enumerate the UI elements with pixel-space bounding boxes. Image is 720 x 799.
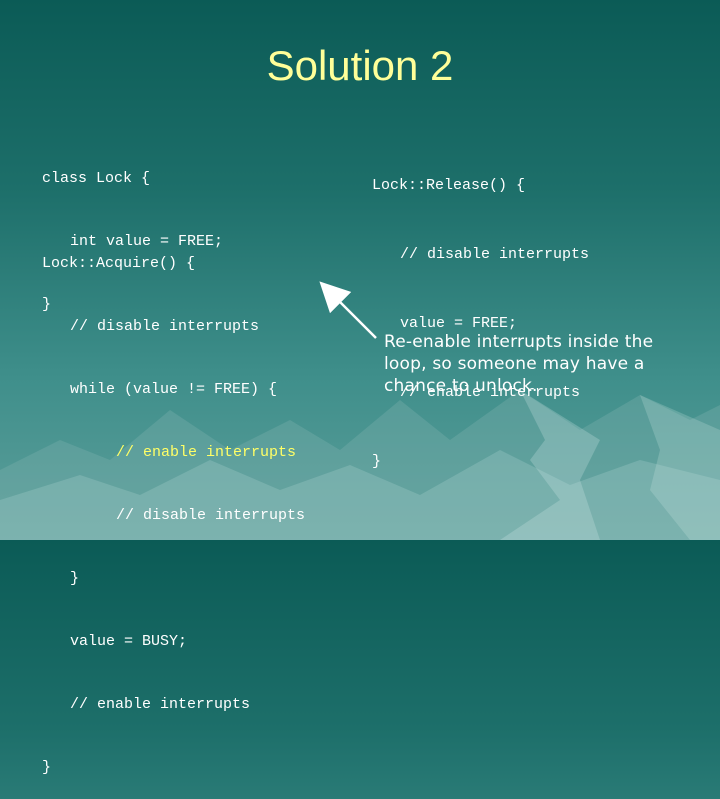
code-line: value = BUSY; [70, 633, 188, 650]
code-line: while (value != FREE) { [70, 381, 278, 398]
lock-class-code: class Lock { int value = FREE; } [42, 126, 223, 336]
code-line: } [70, 570, 80, 587]
code-line: Lock::Release() { [372, 177, 526, 194]
release-code: Lock::Release() { // disable interrupts … [372, 128, 589, 496]
acquire-code: Lock::Acquire() { // disable interrupts … [42, 211, 305, 799]
slide-title: Solution 2 [266, 42, 454, 89]
code-line: class Lock { [42, 170, 151, 187]
code-line: // disable interrupts [70, 318, 260, 335]
code-line: // enable interrupts [70, 696, 251, 713]
code-line: // enable interrupts [400, 384, 581, 401]
callout-note: Re-enable interrupts inside the loop, so… [384, 332, 654, 396]
code-line: // disable interrupts [116, 507, 306, 524]
code-line: } [372, 453, 382, 470]
code-line: int value = FREE; [70, 233, 224, 250]
code-line: } [42, 296, 52, 313]
code-line: value = FREE; [400, 315, 518, 332]
code-line: } [42, 759, 52, 776]
mountain-background [0, 390, 720, 540]
code-line: // disable interrupts [400, 246, 590, 263]
code-line-highlighted: // enable interrupts [116, 444, 297, 461]
code-line: Lock::Acquire() { [42, 255, 196, 272]
